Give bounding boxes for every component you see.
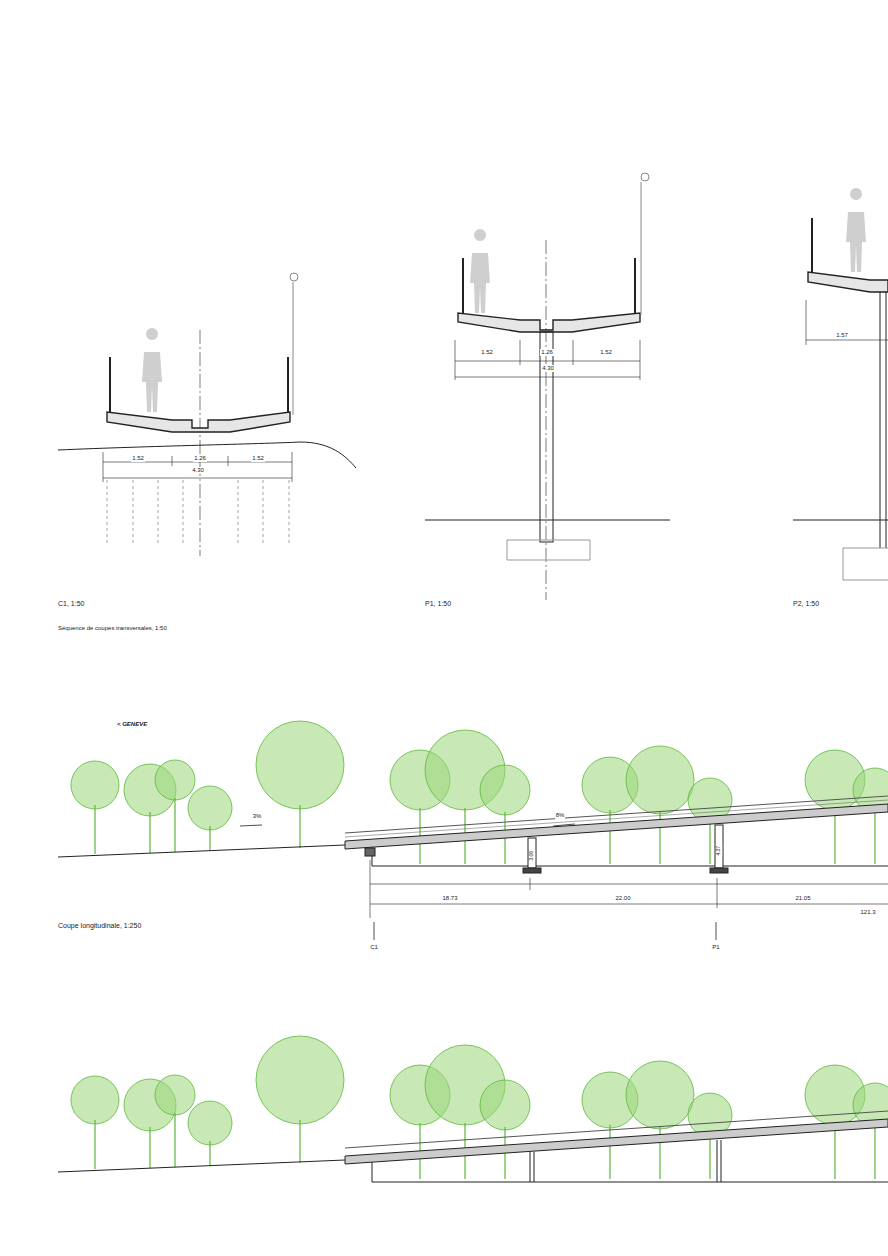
axis-label: C1 <box>370 944 378 951</box>
slope-label: 3% <box>252 813 263 820</box>
direction-label: < GENEVE <box>117 721 147 728</box>
dimension: 4.30 <box>541 365 555 372</box>
axis-label: P1 <box>712 944 719 951</box>
pier-height: 3.06 <box>529 850 535 862</box>
span-dimension: 18.73 <box>441 895 458 902</box>
section-caption: C1, 1:50 <box>58 600 84 608</box>
slope-label: 8% <box>555 812 566 819</box>
pier-height: 4.37 <box>716 845 722 857</box>
sheet-caption: Séquence de coupes transversales, 1:50 <box>58 625 167 632</box>
total-dimension: 121.3 <box>859 909 876 916</box>
section-caption: P1, 1:50 <box>425 600 451 608</box>
span-dimension: 21.05 <box>794 895 811 902</box>
dimension: 1.26 <box>540 349 554 356</box>
dimension: 1.26 <box>193 455 207 462</box>
dimension: 1.52 <box>480 349 494 356</box>
span-dimension: 22.00 <box>614 895 631 902</box>
dimension: 1.57 <box>835 332 849 339</box>
dimension: 1.52 <box>599 349 613 356</box>
dimension: 1.52 <box>251 455 265 462</box>
dimension: 4.30 <box>191 467 205 474</box>
dimension: 1.52 <box>131 455 145 462</box>
section-caption: P2, 1:50 <box>793 600 819 608</box>
section-caption: Coupe longitudinale, 1:250 <box>58 922 141 930</box>
